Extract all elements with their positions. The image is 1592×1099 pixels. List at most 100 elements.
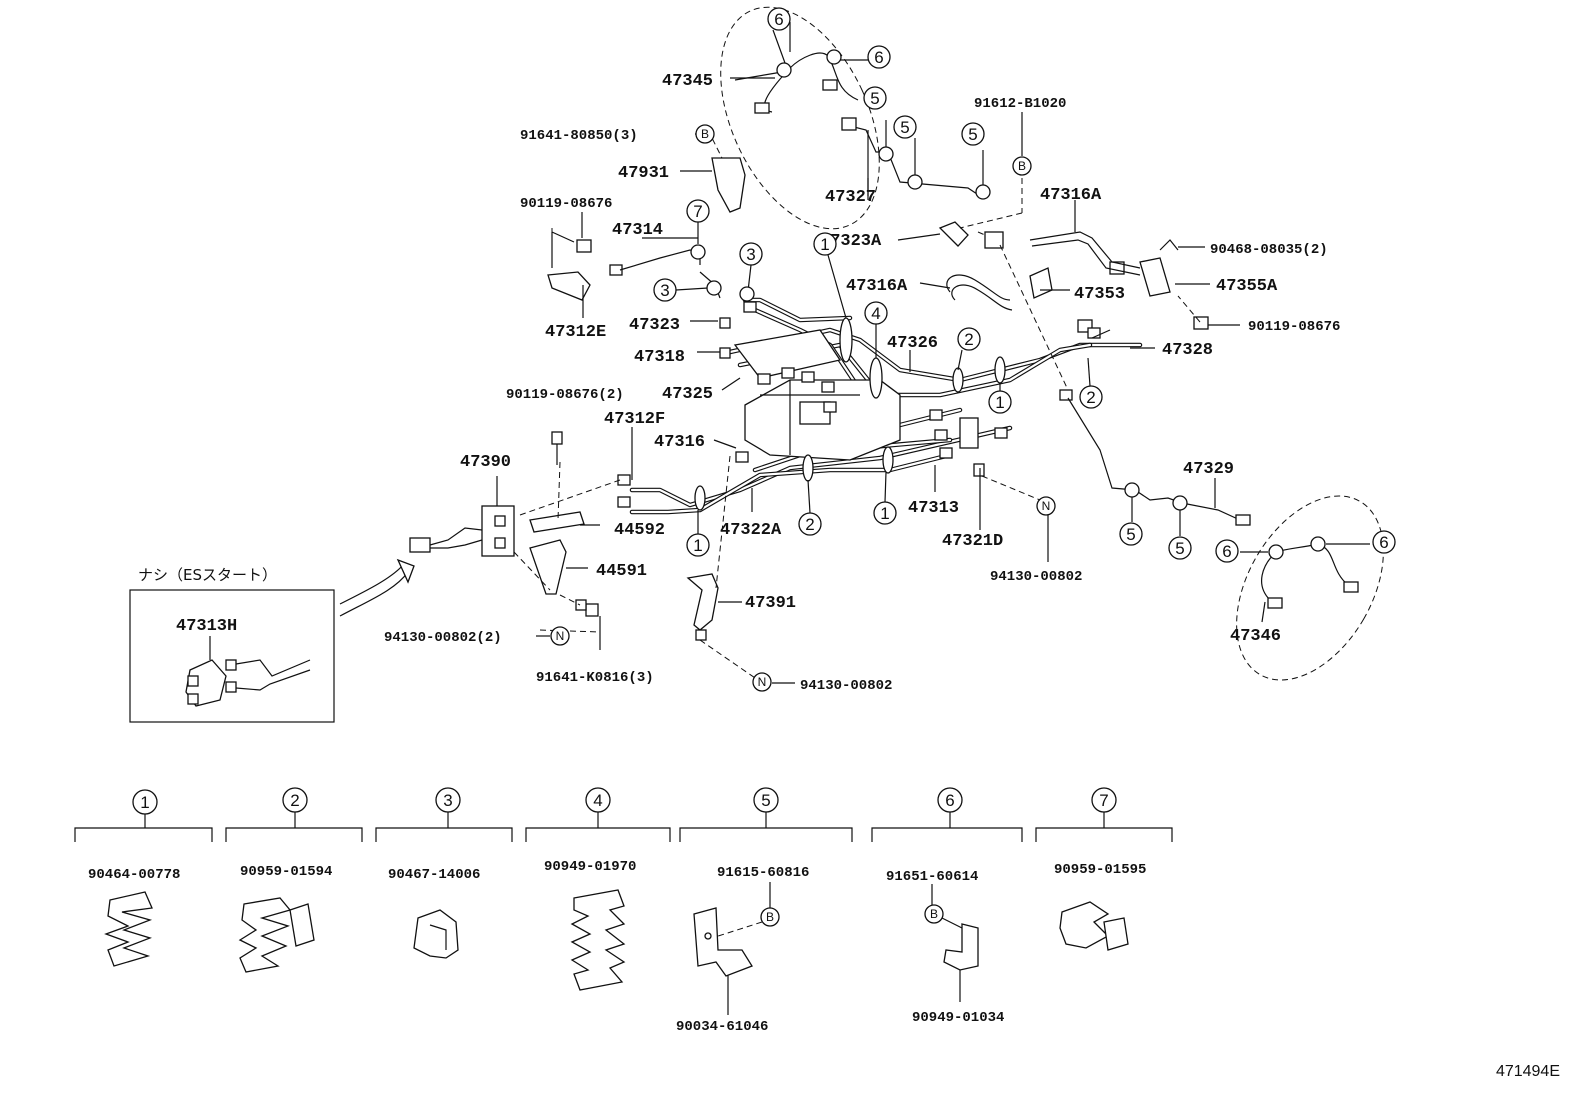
clip-4 [869, 357, 883, 399]
dashed-leaders [513, 129, 1201, 681]
callout-47391: 47391 [745, 594, 796, 613]
rear-wheel-group-outline [1236, 495, 1384, 681]
clip-1 [839, 317, 853, 363]
bracket-44592 [529, 511, 585, 533]
callout-91612-b1020: 91612-B1020 [974, 96, 1066, 112]
fitting [822, 79, 838, 91]
svg-text:3: 3 [443, 791, 452, 810]
clip-marker [907, 174, 923, 190]
svg-text:6: 6 [1379, 533, 1388, 552]
inset-note: ナシ（ESスタート） [138, 566, 277, 584]
svg-text:B: B [1018, 159, 1026, 173]
legend-2: 2 90959-01594 [225, 787, 363, 973]
legend-3-part: 90467-14006 [388, 867, 480, 883]
legend-5: 5 91615-60816 B 90034-61046 [676, 787, 853, 1035]
clip-47323a [938, 221, 969, 247]
clip-4-image [570, 889, 626, 991]
svg-text:7: 7 [1099, 791, 1108, 810]
legend-7-part: 90959-01595 [1054, 862, 1146, 878]
legend-4: 4 90949-01970 [525, 787, 671, 991]
bracket-47931 [711, 157, 746, 213]
legend-4-part: 90949-01970 [544, 859, 636, 875]
legend-1-part: 90464-00778 [88, 867, 180, 883]
callout-91641-80850: 91641-80850(3) [520, 128, 638, 144]
svg-text:1: 1 [880, 504, 889, 523]
svg-text:2: 2 [964, 330, 973, 349]
svg-text:6: 6 [1222, 542, 1231, 561]
legend-6-part: 91651-60614 [886, 869, 978, 885]
callout-labels: 47345 91641-80850(3) 47931 90119-08676 4… [384, 72, 1340, 694]
hose-47345 [764, 52, 859, 113]
hose-47316a [946, 274, 1011, 301]
clip-1-image [104, 891, 153, 967]
callout-94130-00802-c: 94130-00802 [990, 569, 1082, 585]
callout-47312e: 47312E [545, 323, 606, 342]
svg-text:5: 5 [870, 89, 879, 108]
svg-text:5: 5 [1175, 539, 1184, 558]
callout-47329: 47329 [1183, 460, 1234, 479]
svg-text:1: 1 [995, 393, 1004, 412]
clip-6-image [943, 923, 979, 971]
svg-text:4: 4 [593, 791, 602, 810]
bracket-47325 [733, 329, 842, 379]
callout-47323: 47323 [629, 316, 680, 335]
callout-47321d: 47321D [942, 532, 1003, 551]
svg-text:6: 6 [874, 48, 883, 67]
svg-text:4: 4 [871, 304, 880, 323]
fitting [754, 102, 770, 114]
svg-text:B: B [930, 907, 938, 921]
bracket-47355a [1139, 257, 1171, 297]
callout-47327: 47327 [825, 188, 876, 207]
callout-47322a: 47322A [720, 521, 782, 540]
callout-47345: 47345 [662, 72, 713, 91]
clamp-47312e [547, 271, 591, 301]
svg-text:5: 5 [1126, 525, 1135, 544]
callout-47314: 47314 [612, 221, 663, 240]
svg-text:3: 3 [660, 281, 669, 300]
svg-text:1: 1 [140, 793, 149, 812]
svg-text:5: 5 [900, 118, 909, 137]
clip-marker [975, 184, 991, 200]
clip-7-image [1059, 901, 1110, 949]
callout-leaders [496, 77, 1266, 684]
svg-text:N: N [1042, 499, 1051, 513]
clip-marker [776, 62, 792, 78]
inset-no-es-start: ナシ（ESスタート） 47313H [129, 558, 415, 723]
legend-1: 1 90464-00778 [74, 789, 213, 967]
callout-47931: 47931 [618, 164, 669, 183]
clip-legend: 1 90464-00778 2 90959-01594 3 90467-1400… [74, 787, 1173, 1035]
svg-text:1: 1 [693, 536, 702, 555]
callout-44592: 44592 [614, 521, 665, 540]
callout-44591: 44591 [596, 562, 647, 581]
legend-3: 3 90467-14006 [375, 787, 513, 959]
clip-3-image [413, 909, 459, 959]
callout-47346: 47346 [1230, 627, 1281, 646]
callout-47326: 47326 [887, 334, 938, 353]
inset-arrow [339, 571, 409, 617]
bracket-47391 [686, 573, 719, 631]
pipe-47329 [1067, 397, 1241, 521]
svg-text:N: N [556, 629, 565, 643]
callout-94130-00802-b: 94130-00802 [800, 678, 892, 694]
clip-47353 [1029, 267, 1053, 299]
callout-90119-08676-2: 90119-08676(2) [506, 387, 624, 403]
legend-7: 7 90959-01595 [1035, 787, 1173, 951]
callout-94130-00802-2: 94130-00802(2) [384, 630, 502, 646]
callout-47325: 47325 [662, 385, 713, 404]
letter-markers: B B N N N [550, 124, 1056, 692]
svg-text:1: 1 [820, 235, 829, 254]
svg-text:B: B [701, 127, 709, 141]
bracket-44591 [529, 539, 567, 595]
legend-2-part: 90959-01594 [240, 864, 332, 880]
callout-47355a: 47355A [1216, 277, 1278, 296]
connector [409, 537, 431, 553]
svg-text:5: 5 [761, 791, 770, 810]
front-wheel-group-outline [720, 6, 880, 230]
callout-47313: 47313 [908, 499, 959, 518]
callout-47316: 47316 [654, 433, 705, 452]
callout-47390: 47390 [460, 453, 511, 472]
svg-text:N: N [758, 675, 767, 689]
svg-text:5: 5 [968, 125, 977, 144]
legend-6-sub-part: 90949-01034 [912, 1010, 1004, 1026]
